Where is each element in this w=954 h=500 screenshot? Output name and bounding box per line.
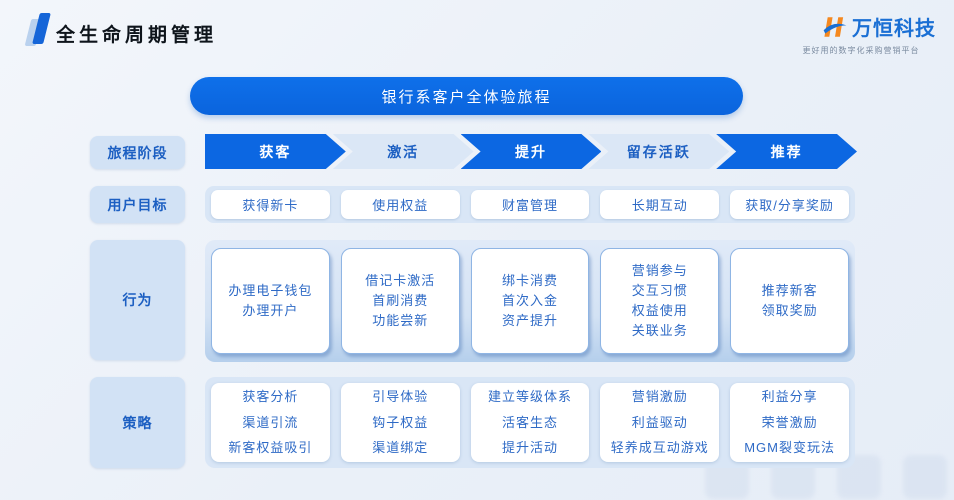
goal-pill: 长期互动 [600, 190, 720, 219]
goal-pill: 使用权益 [340, 190, 460, 219]
title-slash-icon [24, 13, 52, 46]
strategy-row: 获客分析 渠道引流 新客权益吸引 引导体验 钩子权益 渠道绑定 建立等级体系 活… [205, 377, 855, 468]
row-label-stage: 旅程阶段 [90, 136, 185, 169]
behavior-card: 推荐新客 领取奖励 [730, 248, 849, 354]
behavior-row: 办理电子钱包 办理开户 借记卡激活 首刷消费 功能尝新 绑卡消费 首次入金 资产… [205, 240, 855, 362]
stage-arrow-refer: 推荐 [716, 134, 857, 169]
company-logo: 万恒科技 更好用的数字化采购营销平台 [786, 12, 936, 56]
behavior-card: 绑卡消费 首次入金 资产提升 [470, 248, 590, 354]
strategy-card: 引导体验 钩子权益 渠道绑定 [340, 383, 460, 462]
behavior-card: 办理电子钱包 办理开户 [211, 248, 330, 354]
company-tagline: 更好用的数字化采购营销平台 [802, 46, 920, 55]
page-title: 全生命周期管理 [56, 25, 218, 46]
journey-banner: 银行系客户全体验旅程 [190, 77, 743, 115]
goal-pill: 获取/分享奖励 [730, 190, 849, 219]
stage-arrow-retain: 留存活跃 [588, 134, 729, 169]
stage-arrow-row: 获客 激活 提升 留存活跃 推荐 [205, 134, 857, 169]
logo-mark-icon [823, 16, 847, 37]
stage-arrow-activate: 激活 [333, 134, 474, 169]
strategy-card: 获客分析 渠道引流 新客权益吸引 [211, 383, 330, 462]
row-label-strategy: 策略 [90, 377, 185, 468]
strategy-card: 营销激励 利益驱动 轻养成互动游戏 [600, 383, 720, 462]
stage-arrow-acquire: 获客 [205, 134, 346, 169]
company-name: 万恒科技 [852, 18, 936, 40]
stage-arrow-uplift: 提升 [461, 134, 602, 169]
goal-pill: 获得新卡 [211, 190, 330, 219]
header: 全生命周期管理 万恒科技 更好用的数字化采购营销平台 [0, 0, 954, 60]
goal-row: 获得新卡 使用权益 财富管理 长期互动 获取/分享奖励 [205, 186, 855, 223]
strategy-card: 建立等级体系 活客生态 提升活动 [470, 383, 590, 462]
behavior-card: 营销参与 交互习惯 权益使用 关联业务 [600, 248, 720, 354]
strategy-card: 利益分享 荣誉激励 MGM裂变玩法 [730, 383, 849, 462]
goal-pill: 财富管理 [470, 190, 590, 219]
behavior-card: 借记卡激活 首刷消费 功能尝新 [340, 248, 460, 354]
row-label-behavior: 行为 [90, 240, 185, 360]
row-label-goal: 用户目标 [90, 186, 185, 223]
